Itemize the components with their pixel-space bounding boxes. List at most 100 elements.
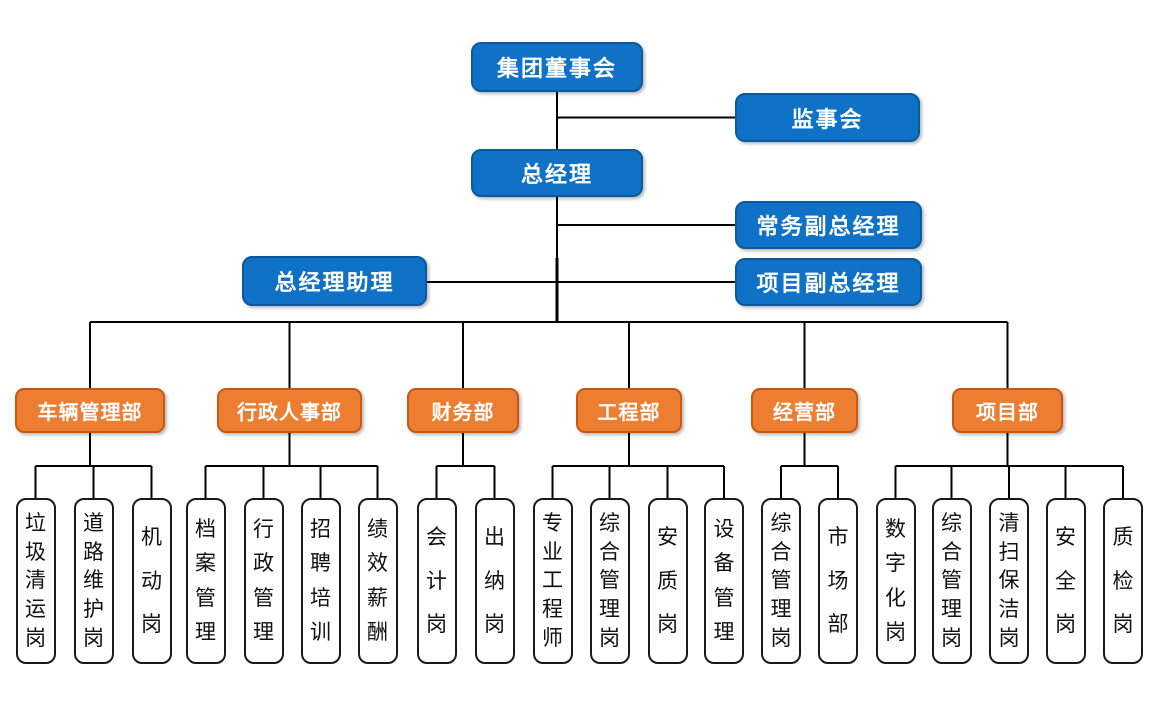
position-node-operations-2[interactable]: 市场部: [818, 498, 858, 664]
position-node-operations-1[interactable]: 综合管理岗: [761, 498, 801, 664]
position-label-char: 字: [885, 552, 906, 576]
position-node-admin-hr-1[interactable]: 档案管理: [185, 498, 226, 664]
position-label-char: 备: [713, 552, 735, 576]
position-label-char: 岗: [599, 627, 620, 651]
position-node-admin-hr-3[interactable]: 招聘培训: [300, 498, 341, 664]
position-label-char: 管: [195, 586, 216, 610]
position-label-char: 纳: [484, 569, 505, 593]
position-label-char: 理: [253, 621, 274, 645]
position-label-char: 岗: [657, 612, 678, 636]
supervisory-board-label: 监事会: [791, 106, 864, 132]
position-label-char: 安: [1055, 526, 1076, 550]
project-deputy-gm-label: 项目副总经理: [756, 271, 901, 296]
node-supervisory-board[interactable]: 监事会: [735, 93, 920, 142]
position-label-char: 路: [83, 540, 104, 564]
position-label-char: 岗: [83, 627, 104, 651]
position-label-char: 综: [599, 511, 620, 535]
executive-deputy-gm-label: 常务副总经理: [756, 214, 901, 239]
position-node-finance-2[interactable]: 出纳岗: [474, 498, 515, 664]
position-label-char: 管: [770, 569, 792, 593]
position-label-char: 岗: [484, 612, 505, 636]
position-label-char: 岗: [25, 627, 46, 651]
position-label-char: 理: [941, 598, 962, 622]
position-node-project-5[interactable]: 质检岗: [1103, 498, 1143, 664]
position-node-project-2[interactable]: 综合管理岗: [931, 498, 972, 664]
position-label-char: 管: [253, 586, 274, 610]
position-label-char: 师: [542, 627, 563, 651]
position-label-char: 岗: [141, 612, 162, 636]
position-label-char: 理: [195, 621, 216, 645]
position-label-char: 质: [1112, 526, 1134, 550]
position-label-char: 维: [83, 569, 104, 593]
position-label-char: 合: [599, 540, 620, 564]
position-label-char: 案: [195, 552, 216, 576]
position-label-char: 薪: [367, 586, 388, 610]
node-admin-hr[interactable]: 行政人事部: [217, 388, 362, 433]
position-label-char: 机: [141, 526, 162, 550]
position-node-admin-hr-2[interactable]: 行政管理: [243, 498, 284, 664]
position-label-char: 理: [599, 598, 620, 622]
position-label-char: 业: [542, 540, 563, 564]
project-label: 项目部: [976, 402, 1039, 424]
node-vehicle-management[interactable]: 车辆管理部: [15, 388, 165, 433]
position-node-vehicle-management-3[interactable]: 机动岗: [131, 498, 172, 664]
node-general-manager[interactable]: 总经理: [471, 149, 643, 197]
position-label-char: 垃: [25, 511, 46, 535]
position-label-char: 档: [195, 517, 216, 541]
node-project[interactable]: 项目部: [952, 388, 1063, 433]
node-finance[interactable]: 财务部: [407, 388, 519, 433]
position-label-char: 扫: [998, 540, 1020, 564]
position-label-char: 出: [484, 526, 505, 550]
position-node-project-1[interactable]: 数字化岗: [875, 498, 916, 664]
node-project-deputy-gm[interactable]: 项目副总经理: [735, 258, 922, 306]
position-node-admin-hr-4[interactable]: 绩效薪酬: [357, 498, 398, 664]
node-executive-deputy-gm[interactable]: 常务副总经理: [735, 201, 922, 249]
position-label-char: 管: [713, 586, 735, 610]
position-label-char: 清: [998, 511, 1020, 535]
position-label-char: 市: [827, 526, 849, 550]
finance-label: 财务部: [431, 402, 495, 424]
position-label-char: 数: [885, 517, 906, 541]
node-board[interactable]: 集团董事会: [471, 42, 643, 92]
position-label-char: 政: [253, 552, 274, 576]
position-label-char: 培: [310, 586, 331, 610]
position-node-vehicle-management-2[interactable]: 道路维护岗: [73, 498, 114, 664]
position-label-char: 行: [253, 517, 274, 541]
position-label-char: 效: [367, 552, 388, 576]
position-label-char: 护: [83, 598, 104, 622]
position-label-char: 岗: [770, 627, 792, 651]
position-label-char: 综: [941, 511, 962, 535]
position-node-finance-1[interactable]: 会计岗: [416, 498, 457, 664]
position-label-char: 运: [25, 598, 46, 622]
position-label-char: 工: [542, 569, 563, 593]
general-manager-label: 总经理: [520, 162, 593, 187]
position-label-char: 岗: [941, 627, 962, 651]
node-gm-assistant[interactable]: 总经理助理: [242, 256, 427, 306]
position-label-char: 理: [770, 598, 792, 622]
position-node-engineering-1[interactable]: 专业工程师: [532, 498, 573, 664]
position-node-project-4[interactable]: 安全岗: [1045, 498, 1086, 664]
position-node-project-3[interactable]: 清扫保洁岗: [989, 498, 1029, 664]
node-engineering[interactable]: 工程部: [576, 388, 682, 433]
position-label-char: 招: [310, 517, 331, 541]
position-node-vehicle-management-1[interactable]: 垃圾清运岗: [15, 498, 56, 664]
node-operations[interactable]: 经营部: [751, 388, 858, 433]
position-label-char: 岗: [885, 621, 906, 645]
gm-assistant-label: 总经理助理: [274, 270, 395, 295]
position-label-char: 专: [542, 511, 563, 535]
position-label-char: 全: [1055, 569, 1076, 593]
position-label-char: 岗: [998, 627, 1020, 651]
position-label-char: 化: [885, 586, 906, 610]
position-node-engineering-3[interactable]: 安质岗: [647, 498, 688, 664]
position-label-char: 圾: [25, 540, 46, 564]
position-label-char: 管: [599, 569, 620, 593]
position-node-engineering-4[interactable]: 设备管理: [704, 498, 744, 664]
board-label: 集团董事会: [496, 56, 617, 81]
position-label-char: 训: [310, 621, 331, 645]
position-node-engineering-2[interactable]: 综合管理岗: [589, 498, 630, 664]
position-label-char: 绩: [367, 517, 388, 541]
position-label-char: 动: [141, 569, 162, 593]
operations-label: 经营部: [773, 402, 836, 424]
